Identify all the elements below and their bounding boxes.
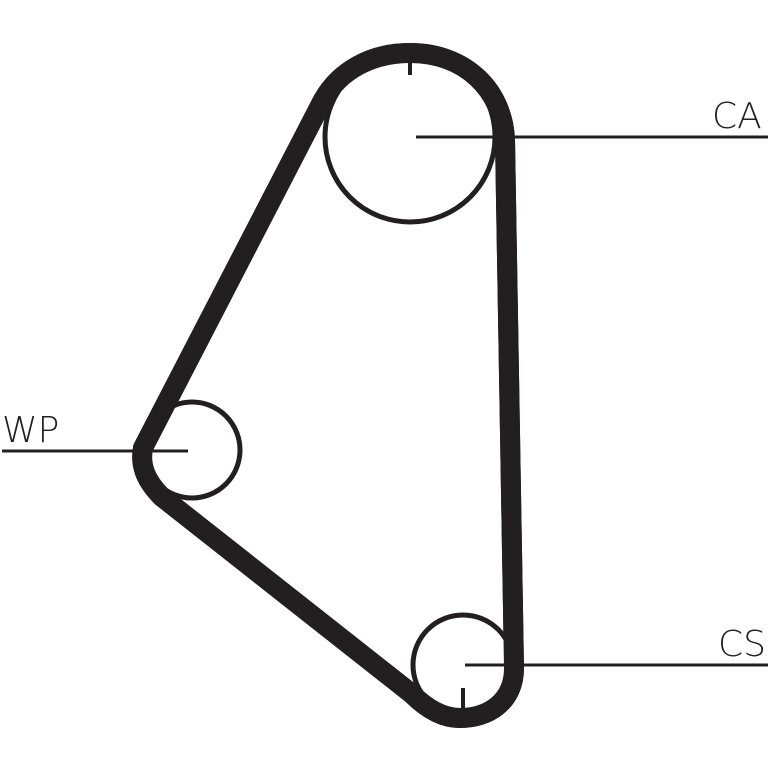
timing-belt-overlay (132, 43, 524, 728)
camshaft-label: CA (712, 96, 762, 137)
water-pump-label: WP (2, 410, 59, 451)
crankshaft-label: CS (718, 624, 766, 665)
